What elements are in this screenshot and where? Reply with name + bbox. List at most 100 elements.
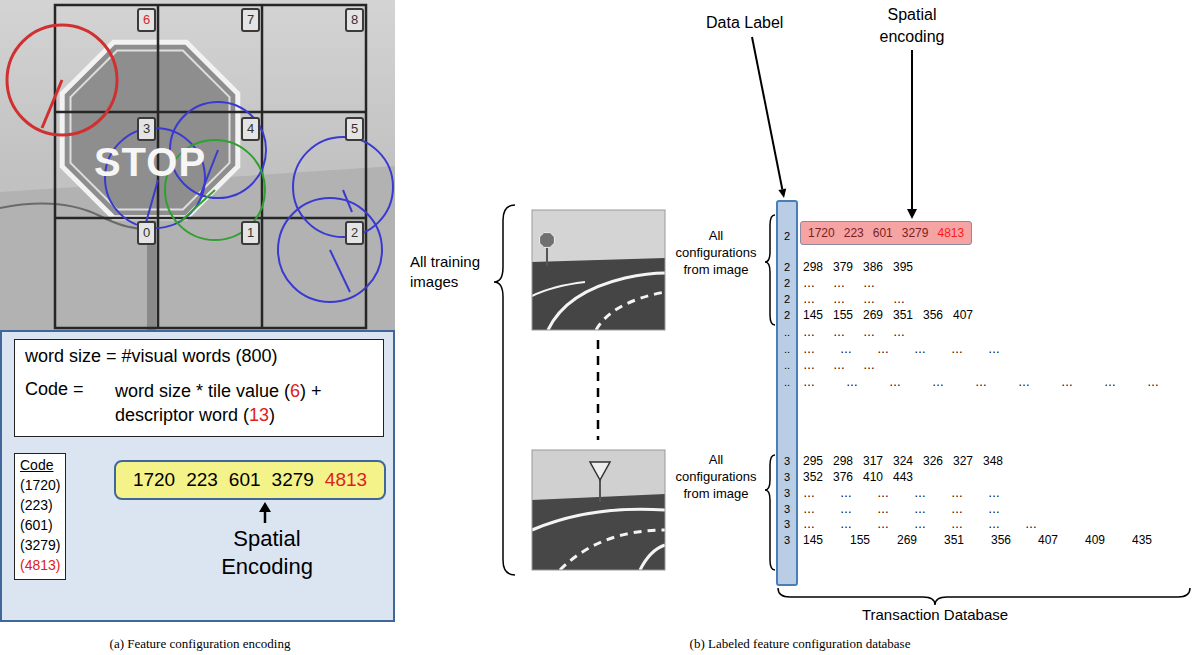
table-cell: … [914, 486, 926, 500]
code-number: 223 [186, 469, 218, 491]
highlight-digit: 6 [290, 381, 300, 401]
table-cell: … [951, 517, 963, 531]
tile-grid-line [55, 111, 366, 114]
text-slot: 409 [1085, 530, 1105, 548]
text-slot: Transaction Database [835, 606, 1035, 624]
leader-arrow [264, 511, 267, 523]
arrow-head [778, 188, 786, 198]
text-slot: … [803, 499, 815, 517]
text-slot: .. [778, 372, 796, 390]
road-line [548, 273, 665, 330]
tile-number: 8 [351, 13, 358, 27]
text-slot: … [877, 483, 889, 501]
text-slot: Spatial Encoding [192, 525, 342, 580]
table-cell: … [1104, 375, 1116, 389]
formula-expression: word size * tile value (6) + descriptor … [115, 379, 373, 428]
text-slot: .. [778, 322, 796, 340]
text-slot: 298 [803, 257, 823, 275]
text-slot: 298 [833, 451, 853, 469]
text-slot: 155 [850, 530, 870, 548]
callout-label: Spatial encoding [857, 4, 967, 47]
formula-line: word size = #visual words (800) [25, 346, 373, 367]
sign-pole [599, 478, 601, 502]
table-cell: … [833, 276, 845, 290]
tile-number: 6 [143, 13, 150, 27]
table-cell: 324 [893, 454, 913, 468]
table-cell: 327 [953, 454, 973, 468]
road-line [596, 292, 665, 330]
tile-number: 0 [143, 226, 150, 240]
table-cell: … [803, 358, 815, 372]
table-cell: … [951, 486, 963, 500]
text-slot: … [914, 514, 926, 532]
table-cell: … [840, 486, 852, 500]
text-slot: 435 [1132, 530, 1152, 548]
text-slot: (b) Labeled feature configuration databa… [500, 634, 1100, 652]
formula-term: Code = [25, 379, 115, 428]
formula-box: word size = #visual words (800) Code =wor… [14, 339, 384, 437]
text-slot: 3 [778, 451, 796, 469]
table-cell: … [914, 342, 926, 356]
table-cell: … [988, 342, 1000, 356]
brace [765, 215, 775, 325]
brace [778, 588, 1190, 605]
group-label: All configurations from image [670, 452, 762, 503]
text-slot: .. [778, 355, 796, 373]
text-slot: 2 [778, 289, 796, 307]
table-cell: … [988, 517, 1000, 531]
tile-index-box: 7 [241, 8, 260, 32]
tile-number: 5 [351, 122, 358, 136]
table-cell: … [833, 325, 845, 339]
table-cell: 410 [863, 470, 883, 484]
text-slot: … [988, 499, 1000, 517]
text-slot: 351 [893, 305, 913, 323]
text-slot: … [988, 514, 1000, 532]
text-slot: … [840, 339, 852, 357]
data-label: .. [784, 343, 790, 355]
code-number: 1720 [808, 226, 835, 240]
text-slot: 3 [778, 530, 796, 548]
text-slot: … [1147, 372, 1159, 390]
tile-index-box: 6 [137, 8, 156, 32]
feature-orientation [145, 180, 158, 226]
table-cell: … [1025, 517, 1037, 531]
text-slot: 351 [944, 530, 964, 548]
encoding-panel: Spatial Encoding word size = #visual word… [0, 330, 395, 622]
data-label: 3 [784, 503, 790, 515]
table-cell: … [988, 502, 1000, 516]
text-slot: STOP [50, 140, 250, 185]
text-slot: 407 [953, 305, 973, 323]
text-slot: … [1018, 372, 1030, 390]
leader-arrow [911, 50, 913, 210]
code-value: (223) [20, 497, 60, 513]
text-slot: … [863, 322, 875, 340]
photo-background [0, 0, 395, 330]
text-slot: 155 [833, 305, 853, 323]
data-label: 2 [784, 309, 790, 321]
tile-index-box: 2 [345, 221, 364, 245]
road-line [532, 509, 665, 530]
table-cell: … [803, 517, 815, 531]
text-slot: 348 [983, 451, 1003, 469]
table-cell: … [803, 292, 815, 306]
text-slot: … [863, 273, 875, 291]
group-label: All configurations from image [670, 228, 762, 279]
text-slot: 410 [863, 467, 883, 485]
table-cell: 379 [833, 260, 853, 274]
table-cell: … [840, 342, 852, 356]
code-number: 3279 [272, 469, 314, 491]
thumbnail-frame [532, 210, 665, 330]
table-cell: 409 [1085, 533, 1105, 547]
code-value: Code [20, 457, 60, 473]
table-cell: … [803, 342, 815, 356]
data-label: 2 [784, 293, 790, 305]
text-slot: 327 [953, 451, 973, 469]
text-slot: All configurations from image [670, 228, 762, 279]
text-slot: … [840, 483, 852, 501]
table-cell: 348 [983, 454, 1003, 468]
data-label: 3 [784, 518, 790, 530]
arrow-head [259, 502, 271, 512]
text-slot: … [803, 289, 815, 307]
table-cell: 155 [833, 308, 853, 322]
road-line [532, 282, 585, 296]
